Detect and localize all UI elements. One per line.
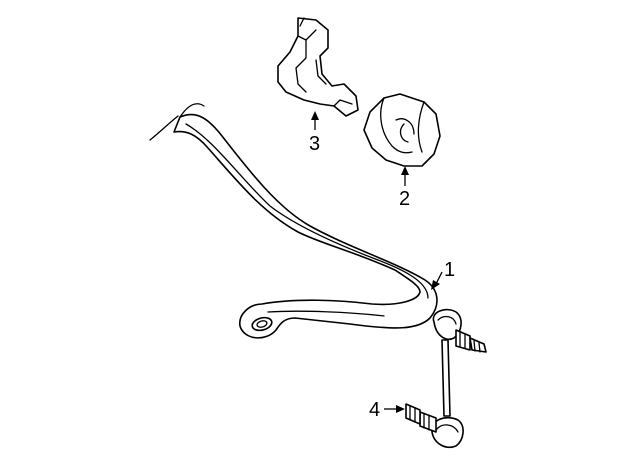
callout-4: 4 (369, 399, 405, 421)
bracket (277, 17, 359, 117)
callout-number-2: 2 (399, 188, 410, 210)
callout-number-4: 4 (369, 399, 380, 421)
callout-number-3: 3 (309, 133, 320, 155)
bushing (363, 93, 441, 167)
callout-number-1: 1 (444, 259, 455, 281)
callout-1: 1 (431, 259, 455, 290)
stabilizer-link (405, 308, 487, 448)
callout-3: 3 (309, 111, 320, 155)
stabilizer-bar (149, 103, 438, 339)
callout-2: 2 (399, 166, 410, 210)
